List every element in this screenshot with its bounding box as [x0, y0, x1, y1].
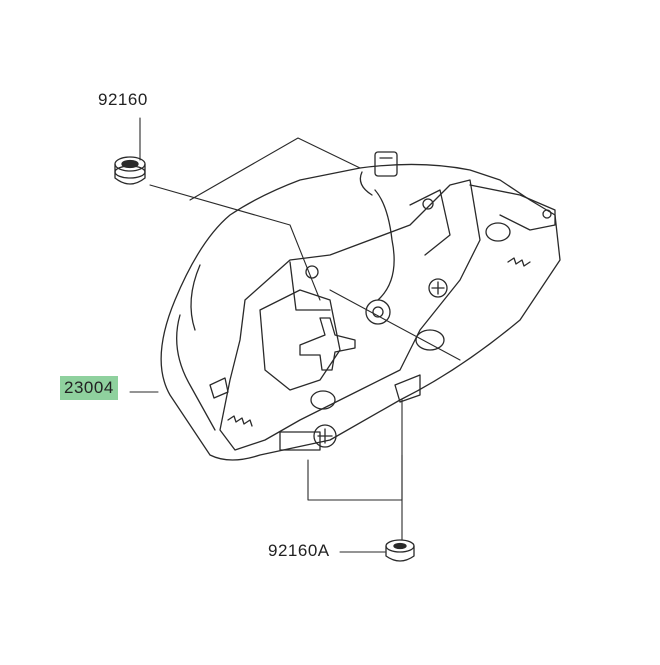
part-number-headlight-assembly[interactable]: 23004 [60, 376, 118, 400]
bracket-bottom [307, 454, 403, 501]
part-number-bottom-grommet: 92160A [268, 541, 330, 560]
mount-ear-hole [542, 209, 552, 219]
bulb-socket-center [365, 299, 391, 325]
bottom-tab [279, 431, 321, 451]
bracket-top [189, 137, 361, 201]
back-plate-inner [259, 289, 341, 391]
mount-bracket-left [289, 261, 331, 311]
wire-harness-loop [359, 171, 373, 196]
back-plate [219, 179, 481, 451]
side-tab [209, 377, 229, 399]
bulb-socket-low [415, 329, 445, 351]
cross-bracket [299, 317, 356, 371]
adjuster-spring-right [507, 257, 531, 267]
mount-ear [469, 184, 556, 231]
mount-bracket-right [409, 189, 451, 256]
headlight-assembly-part [160, 151, 561, 461]
bulb-socket-bottom [310, 390, 336, 410]
bulb-socket-side [485, 222, 511, 242]
bolt-hole-right [422, 198, 434, 210]
lens-curve [176, 314, 216, 431]
lens-inner-curve [190, 264, 201, 331]
bolt-hole-left [305, 265, 319, 279]
adjuster-spring-left [227, 415, 253, 427]
part-number-top-grommet: 92160 [98, 90, 148, 109]
adjuster-screw-bottom [313, 424, 337, 448]
leader-lines [129, 117, 461, 553]
bottom-grommet-part [385, 539, 415, 562]
adjuster-screw-right [428, 278, 448, 298]
top-grommet-part [114, 156, 146, 185]
wire-harness [374, 189, 395, 301]
bottom-grommet-tab [394, 374, 421, 403]
bulb-socket-center-inner [372, 306, 384, 318]
wire-connector [374, 151, 398, 177]
leader-top-grommet-to-mount [149, 184, 321, 301]
housing-outline [160, 163, 561, 461]
